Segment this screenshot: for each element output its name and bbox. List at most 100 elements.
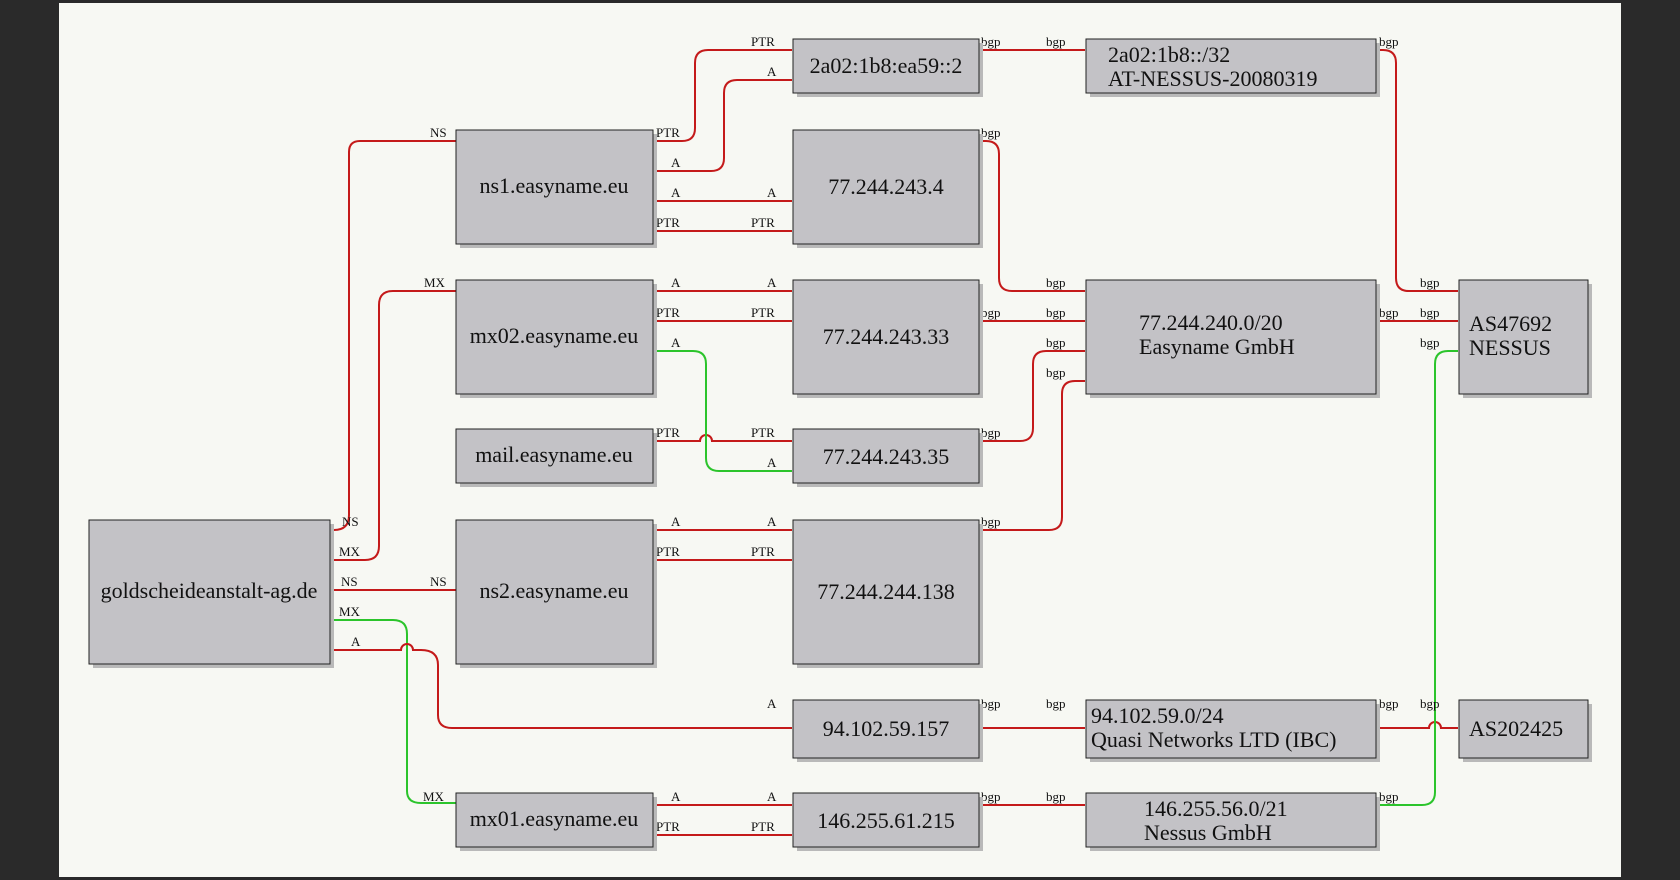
edge-label: bgp [1046,365,1066,380]
node-label: 77.244.243.4 [828,174,944,199]
edge-label: A [671,514,681,529]
node-label: 77.244.244.138 [817,579,955,604]
edge-ip4-easyname-bgp [979,140,1085,292]
node-goldscheideanstalt-ag-de[interactable]: goldscheideanstalt-ag.de [88,519,334,668]
node-label: 77.244.243.35 [823,444,950,469]
edge-label: bgp [981,696,1001,711]
edge-label: A [671,155,681,170]
node-mx01-easyname-eu[interactable]: mx01.easyname.eu [455,792,657,851]
edge-label: PTR [656,819,680,834]
node-label: 77.244.240.0/20 [1139,310,1283,335]
edge-goldscheide-ns1-ns [333,140,457,531]
node-label: 146.255.56.0/21 [1144,796,1288,821]
node-label: 94.102.59.0/24 [1091,703,1224,728]
edge-label: bgp [981,789,1001,804]
node-ip-77-244-244-138[interactable]: 77.244.244.138 [792,519,983,668]
edge-label: A [351,634,361,649]
node-label: 77.244.243.33 [823,324,950,349]
edge-mx02-ip35-a [655,350,792,472]
edge-label: bgp [981,125,1001,140]
edge-label: bgp [1379,696,1399,711]
node-mx02-easyname-eu[interactable]: mx02.easyname.eu [455,279,657,398]
node-ip-94-102-59-157[interactable]: 94.102.59.157 [792,699,983,762]
edge-label: bgp [1420,335,1440,350]
edge-label: bgp [1420,696,1440,711]
node-as47692[interactable]: AS47692 NESSUS [1458,279,1592,398]
edge-label: bgp [1379,789,1399,804]
edge-label: A [767,455,777,470]
node-label: goldscheideanstalt-ag.de [101,578,318,603]
edge-label: bgp [1420,275,1440,290]
edge-label: PTR [656,305,680,320]
node-net-146-255-56-0-21[interactable]: 146.255.56.0/21 Nessus GmbH [1085,792,1380,851]
node-ns1-easyname-eu[interactable]: ns1.easyname.eu [455,129,657,248]
diagram-canvas: NS MX NS MX A NS MX NS MX A PTR A A PTR … [59,3,1621,877]
node-net-94-102-59-0-24[interactable]: 94.102.59.0/24 Quasi Networks LTD (IBC) [1085,699,1380,762]
node-ip-2a02-1b8-ea59-2[interactable]: 2a02:1b8:ea59::2 [792,38,983,97]
edge-label: PTR [656,425,680,440]
edge-label: NS [342,514,359,529]
edge-label: PTR [656,544,680,559]
edge-label: NS [341,574,358,589]
edge-label: bgp [1420,305,1440,320]
node-ip-77-244-243-35[interactable]: 77.244.243.35 [792,428,983,487]
edge-label: A [767,514,777,529]
edge-label: A [767,696,777,711]
node-ip-77-244-243-4[interactable]: 77.244.243.4 [792,129,983,248]
edge-ip138-easyname-bgp [979,380,1085,531]
node-label: ns2.easyname.eu [479,578,628,603]
edge-ns1-ip6-a [655,79,792,172]
edge-label: bgp [981,425,1001,440]
edge-label: A [767,789,777,804]
edge-label: A [671,335,681,350]
edge-label: MX [339,544,361,559]
edge-label: PTR [751,819,775,834]
edge-label: PTR [751,425,775,440]
node-label: 94.102.59.157 [823,716,950,741]
node-label: Quasi Networks LTD (IBC) [1091,727,1336,752]
edge-label: A [767,64,777,79]
edge-label: bgp [1046,335,1066,350]
node-label: mx02.easyname.eu [470,323,639,348]
node-ip-146-255-61-215[interactable]: 146.255.61.215 [792,792,983,851]
edge-label: A [767,185,777,200]
node-label: AS202425 [1469,716,1563,741]
edge-label: bgp [981,305,1001,320]
node-label: AT-NESSUS-20080319 [1108,66,1317,91]
edge-ip35-easyname-bgp [979,350,1085,442]
edge-label: bgp [1379,34,1399,49]
edge-label: PTR [751,34,775,49]
edge-label: PTR [751,215,775,230]
node-label: 2a02:1b8:ea59::2 [810,53,963,78]
edge-label: MX [423,789,445,804]
edge-goldscheide-mx02-mx [334,290,457,561]
node-mail-easyname-eu[interactable]: mail.easyname.eu [455,428,657,487]
node-net-77-244-240-0-20[interactable]: 77.244.240.0/20 Easyname GmbH [1085,279,1380,398]
node-label: mx01.easyname.eu [470,806,639,831]
node-ip-77-244-243-33[interactable]: 77.244.243.33 [792,279,983,398]
node-label: ns1.easyname.eu [479,173,628,198]
edge-label: PTR [751,305,775,320]
node-label: AS47692 [1469,311,1552,336]
edge-goldscheide-mx01-mx [334,619,457,804]
edge-label: A [671,789,681,804]
node-label: Easyname GmbH [1139,334,1295,359]
edge-label: bgp [1046,275,1066,290]
network-diagram: NS MX NS MX A NS MX NS MX A PTR A A PTR … [88,34,1592,851]
edge-label: bgp [1379,305,1399,320]
node-as202425[interactable]: AS202425 [1458,699,1592,762]
node-ns2-easyname-eu[interactable]: ns2.easyname.eu [455,519,657,668]
edge-label: PTR [656,125,680,140]
edge-quasi-as202425-bgp [1377,721,1458,729]
edge-label: NS [430,574,447,589]
edge-label: PTR [751,544,775,559]
edge-label: MX [424,275,446,290]
edge-label: MX [339,604,361,619]
edge-label: bgp [981,514,1001,529]
edge-label: PTR [656,215,680,230]
node-label: Nessus GmbH [1144,820,1272,845]
edge-label: A [671,185,681,200]
edge-nessus-as47692-bgp [1377,350,1458,806]
edge-ns1-ip6-ptr [655,49,792,142]
node-net-2a02-1b8-32[interactable]: 2a02:1b8::/32 AT-NESSUS-20080319 [1085,38,1380,97]
